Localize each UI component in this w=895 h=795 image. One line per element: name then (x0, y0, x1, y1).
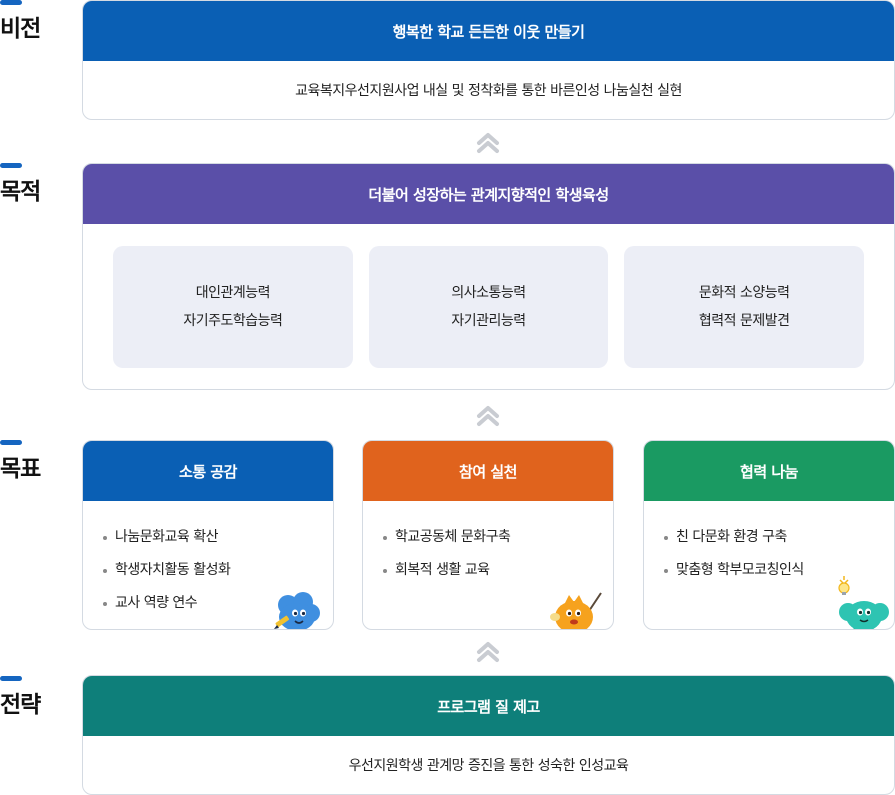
section-dash (0, 163, 22, 168)
vision-title: 행복한 학교 든든한 이웃 만들기 (83, 1, 894, 61)
purpose-box-line: 협력적 문제발견 (698, 313, 790, 329)
section-dash (0, 676, 22, 681)
vision-card: 행복한 학교 든든한 이웃 만들기 교육복지우선지원사업 내실 및 정착화를 통… (82, 0, 895, 120)
goal-list: 학교공동체 문화구축 회복적 생활 교육 (363, 501, 613, 587)
section-label-goal: 목표 (0, 440, 70, 483)
vision-body: 교육복지우선지원사업 내실 및 정착화를 통한 바른인성 나눔실천 실현 (295, 83, 682, 99)
purpose-card: 더불어 성장하는 관계지향적인 학생육성 대인관계능력 자기주도학습능력 의사소… (82, 163, 895, 390)
purpose-box-line: 자기주도학습능력 (183, 313, 283, 329)
purpose-box-line: 문화적 소양능력 (698, 285, 790, 301)
goal-title: 소통 공감 (83, 441, 333, 501)
purpose-box: 문화적 소양능력 협력적 문제발견 (624, 246, 865, 368)
goal-item: 교사 역량 연수 (103, 587, 333, 620)
section-label-strategy: 전략 (0, 676, 70, 719)
double-chevron-up-icon (477, 133, 499, 153)
purpose-boxes: 대인관계능력 자기주도학습능력 의사소통능력 자기관리능력 문화적 소양능력 협… (83, 224, 894, 389)
purpose-box-line: 대인관계능력 (195, 285, 271, 301)
double-chevron-up-icon (477, 642, 499, 662)
goal-list: 나눔문화교육 확산 학생자치활동 활성화 교사 역량 연수 (83, 501, 333, 620)
orange-mascot-pointer-icon (550, 592, 602, 629)
strategy-card: 프로그램 질 제고 우선지원학생 관계망 증진을 통한 성숙한 인성교육 (82, 675, 895, 795)
goal-title: 협력 나눔 (644, 441, 894, 501)
strategy-title: 프로그램 질 제고 (83, 676, 894, 736)
section-dash (0, 0, 22, 5)
goal-title: 참여 실천 (363, 441, 613, 501)
section-dash (0, 440, 22, 445)
goal-item: 친 다문화 환경 구축 (664, 521, 894, 554)
purpose-box-line: 자기관리능력 (451, 313, 526, 329)
goal-item: 학생자치활동 활성화 (103, 554, 333, 587)
goal-list: 친 다문화 환경 구축 맞춤형 학부모코칭인식 (644, 501, 894, 587)
strategy-body: 우선지원학생 관계망 증진을 통한 성숙한 인성교육 (348, 758, 629, 774)
goal-card-participation: 참여 실천 학교공동체 문화구축 회복적 생활 교육 (362, 440, 614, 630)
section-label-vision: 비전 (0, 0, 70, 43)
goal-item: 학교공동체 문화구축 (383, 521, 613, 554)
purpose-box: 의사소통능력 자기관리능력 (368, 246, 609, 368)
goal-card-communication: 소통 공감 나눔문화교육 확산 학생자치활동 활성화 교사 역량 연수 (82, 440, 334, 630)
section-label-purpose: 목적 (0, 163, 70, 206)
purpose-box: 대인관계능력 자기주도학습능력 (113, 246, 353, 368)
goal-item: 나눔문화교육 확산 (103, 521, 333, 554)
teal-mascot-lightbulb-icon (838, 576, 889, 629)
goal-item: 맞춤형 학부모코칭인식 (664, 554, 894, 587)
goal-card-cooperation: 협력 나눔 친 다문화 환경 구축 맞춤형 학부모코칭인식 (643, 440, 895, 630)
purpose-title: 더불어 성장하는 관계지향적인 학생육성 (83, 164, 894, 224)
purpose-box-line: 의사소통능력 (451, 285, 526, 301)
goal-item: 회복적 생활 교육 (383, 554, 613, 587)
double-chevron-up-icon (477, 406, 499, 426)
blue-mascot-pencil-icon (274, 592, 320, 629)
